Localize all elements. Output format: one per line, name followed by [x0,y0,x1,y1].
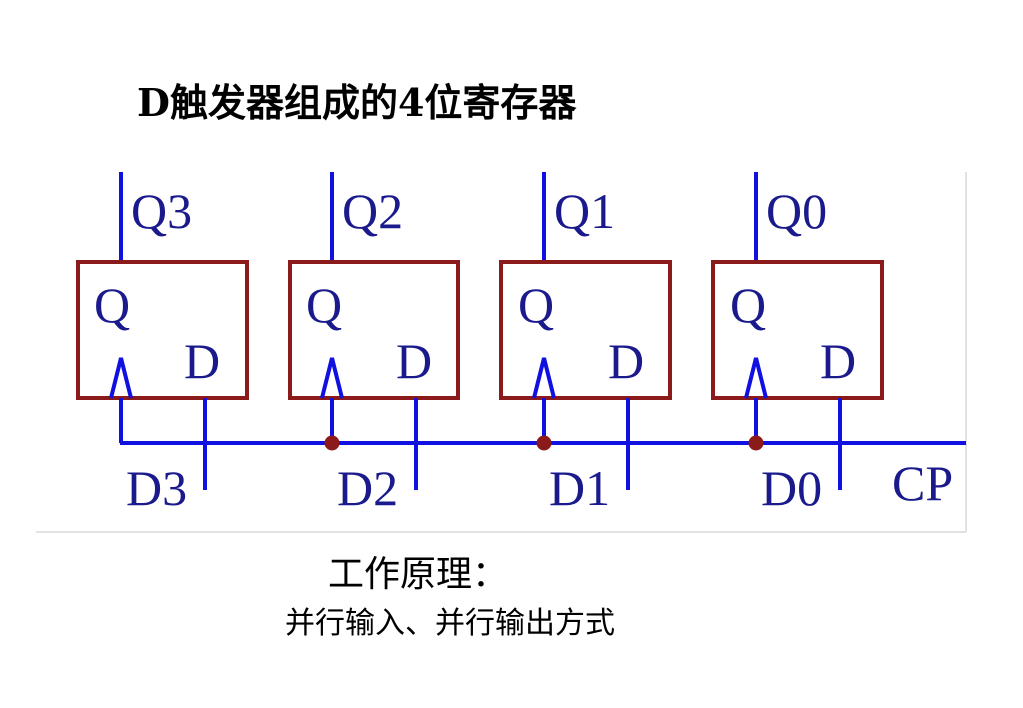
flip-flop-2-d-label: D [396,333,432,389]
principle-text: 并行输入、并行输出方式 [285,606,615,641]
junction-dot-1 [536,435,552,451]
d3-input-label: D3 [126,460,187,516]
clock-triangle-0 [744,357,768,399]
flip-flop-0-q-label: Q [730,277,766,333]
d0-input-label: D0 [761,460,822,516]
d2-input-label: D2 [337,460,398,516]
clock-triangle-2 [320,357,344,399]
junction-dot-2 [324,435,340,451]
flip-flop-1-box [499,260,672,400]
diagram-title: D触发器组成的4位寄存器 [137,80,577,125]
flip-flop-3-box [76,260,249,400]
clock-triangle-3 [109,357,133,399]
clock-triangle-1 [532,357,556,399]
clock-label: CP [892,455,953,511]
flip-flop-2-q-label: Q [306,277,342,333]
q2-output-label: Q2 [342,183,403,239]
q0-output-label: Q0 [766,183,827,239]
flip-flop-1-d-label: D [608,333,644,389]
flip-flop-0: Q0 Q D D0 [711,172,884,516]
flip-flop-3: Q3 Q D D3 [76,172,249,516]
junction-dot-0 [748,435,764,451]
flip-flop-2-box [288,260,460,400]
principle-heading: 工作原理： [328,554,509,595]
flip-flop-3-d-label: D [184,333,220,389]
flip-flop-3-q-label: Q [94,277,130,333]
flip-flop-0-d-label: D [820,333,856,389]
d1-input-label: D1 [549,460,610,516]
flip-flop-2: Q2 Q D D2 [288,172,460,516]
flip-flop-0-box [711,260,884,400]
q1-output-label: Q1 [554,183,615,239]
flip-flop-1-q-label: Q [518,277,554,333]
q3-output-label: Q3 [131,183,192,239]
flip-flop-1: Q1 Q D D1 [499,172,672,516]
